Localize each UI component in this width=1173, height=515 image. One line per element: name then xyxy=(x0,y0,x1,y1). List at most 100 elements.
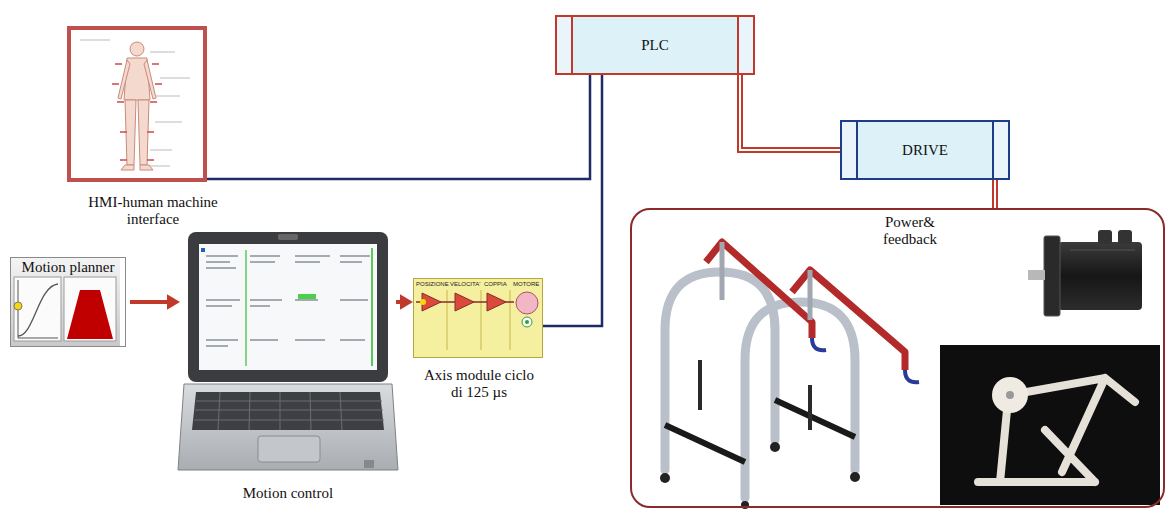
axis-module-illustration-part xyxy=(487,293,506,311)
connector-path xyxy=(207,75,590,179)
axis-module-illustration-part xyxy=(525,320,529,324)
frame-illustration-part xyxy=(812,338,919,382)
frame-illustration-part xyxy=(850,472,860,482)
motor-illustration-part xyxy=(1058,242,1142,310)
flow-arrow xyxy=(396,294,413,310)
box-side-bar xyxy=(842,122,858,178)
hmi-illustration-part xyxy=(112,64,162,160)
mechanism-photo xyxy=(940,345,1160,505)
mechanism-photo-part xyxy=(940,345,1160,505)
signal-line xyxy=(740,75,840,150)
motor-illustration-part xyxy=(1070,250,1135,251)
motion-planner-graphs-part xyxy=(64,277,116,341)
text-holder: HMI-human machine interface xyxy=(63,194,243,228)
laptop-illustration-part xyxy=(298,294,316,299)
hmi-illustration-part xyxy=(144,60,156,99)
axis-module-illustration-part xyxy=(516,292,538,314)
laptop-illustration-part xyxy=(192,392,384,430)
frame-illustration-part xyxy=(660,473,670,483)
drive-box: DRIVE xyxy=(840,120,1010,180)
signal-line xyxy=(207,75,590,179)
node-label: HMI-human machine interface xyxy=(63,194,243,228)
node-label: PLC xyxy=(641,37,669,54)
text-holder: Motion planner xyxy=(11,259,125,276)
axis-module-illustration-part xyxy=(420,299,426,305)
laptop-illustration xyxy=(178,232,398,470)
motor-illustration-part xyxy=(1098,230,1112,244)
laptop-illustration-part xyxy=(199,244,377,370)
laptop-illustration-part xyxy=(245,250,247,366)
axis-module-box: Axis module ciclo di 125 µs xyxy=(413,278,543,358)
hmi-illustration-part xyxy=(67,26,207,182)
frame-illustration-part xyxy=(700,360,810,430)
hmi-frame: HMI-human machine interface xyxy=(67,26,207,182)
cable-outer xyxy=(992,180,998,208)
block-label: MOTORE xyxy=(513,281,539,288)
node-label: Axis module ciclo di 125 µs xyxy=(417,367,542,401)
box-side-bar xyxy=(737,17,753,73)
box-side-bar xyxy=(992,122,1008,178)
mechanism-photo-part xyxy=(1006,391,1014,399)
mechanism-photo-part xyxy=(992,377,1028,413)
axis-module-illustration-part xyxy=(522,317,532,327)
motion-planner-graphs-part xyxy=(18,280,58,338)
laptop-illustration-part xyxy=(371,248,373,366)
laptop-illustration-part xyxy=(178,384,398,470)
laptop-illustration-part xyxy=(194,392,384,430)
frame-illustration-part xyxy=(770,442,780,452)
motion-planner-graphs-part xyxy=(18,284,58,336)
text-holder: Axis module ciclo di 125 µs xyxy=(417,367,542,401)
text-holder: Motion control xyxy=(182,485,394,502)
laptop-illustration-part xyxy=(258,436,320,462)
laptop-illustration-part xyxy=(188,232,388,382)
laptop-illustration-part xyxy=(206,256,370,346)
node-label: Motion planner xyxy=(11,259,125,276)
hmi-illustration-part xyxy=(121,165,134,170)
frame-illustration-part xyxy=(665,272,775,470)
connector-path xyxy=(130,300,168,304)
text-holder: Power& feedback xyxy=(868,214,952,248)
hmi-illustration-part xyxy=(80,40,190,166)
plc-box: PLC xyxy=(555,15,755,75)
node-label: Power& feedback xyxy=(868,214,952,248)
frame-illustration-part xyxy=(665,400,855,462)
hmi-illustration xyxy=(67,26,207,182)
cable-inner xyxy=(740,75,840,150)
power-feedback-panel: Power& feedback xyxy=(630,208,1165,508)
cable-inner xyxy=(994,180,996,208)
arrow-head xyxy=(400,294,413,310)
hmi-illustration-part xyxy=(118,60,130,99)
motion-planner-graphs-part xyxy=(14,277,61,341)
laptop-illustration-part xyxy=(278,234,298,240)
axis-module-illustration-part xyxy=(447,290,510,350)
axis-module-illustration-part xyxy=(455,293,474,311)
text-holder: DRIVE xyxy=(842,122,1008,178)
frame-illustration-part xyxy=(745,302,855,498)
frame-illustration-part xyxy=(722,242,810,320)
flow-arrow xyxy=(130,294,180,310)
motor-illustration xyxy=(1028,230,1142,316)
motor-illustration-part xyxy=(1118,230,1132,244)
text-holder: PLC xyxy=(557,17,753,73)
mechanism-photo-part xyxy=(978,378,1135,482)
motor-illustration-part xyxy=(1028,270,1045,280)
signal-line xyxy=(543,75,602,326)
frame-illustration xyxy=(660,242,919,509)
motion-planner-box: Motion planner xyxy=(10,257,126,347)
cable-outer xyxy=(740,75,840,150)
box-side-bar xyxy=(557,17,573,73)
motion-planner-graphs-part xyxy=(67,290,113,339)
block-label: POSIZIONE xyxy=(416,281,449,288)
axis-module-illustration xyxy=(413,278,543,358)
connector-path xyxy=(543,75,602,326)
laptop-illustration-part xyxy=(201,248,205,252)
motor-illustration-part xyxy=(1044,236,1060,316)
laptop-node: Motion control xyxy=(182,230,394,482)
axis-module-illustration-part xyxy=(413,278,543,358)
node-label: Motion control xyxy=(182,485,394,502)
motion-planner-graphs-part xyxy=(14,302,22,310)
signal-line xyxy=(995,180,996,208)
block-label: COPPIA xyxy=(484,281,507,288)
